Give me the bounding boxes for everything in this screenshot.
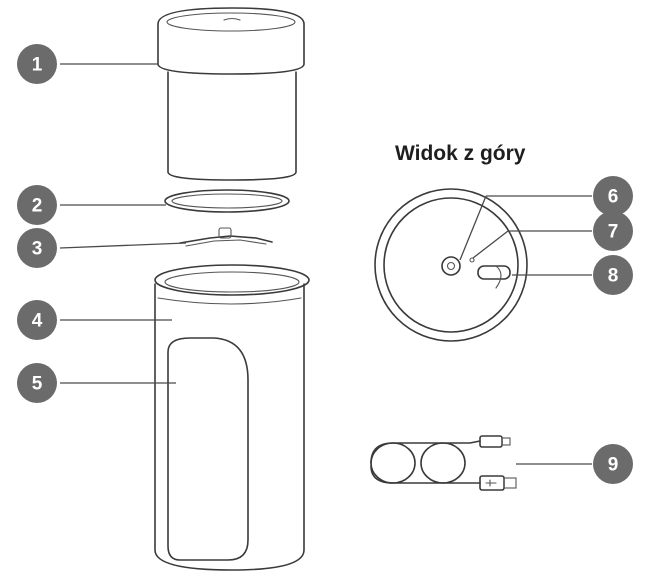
svg-text:4: 4 [32,311,43,332]
top-view-title: Widok z góry [395,142,526,165]
svg-text:5: 5 [32,374,43,395]
callout-badge-4: 4 [17,300,57,340]
lid-container [157,7,305,181]
blade-assembly [179,227,273,247]
usb-cable [370,435,517,491]
svg-text:2: 2 [32,196,43,217]
svg-text:6: 6 [608,187,619,208]
svg-text:3: 3 [32,239,43,260]
callout-badge-3: 3 [17,228,57,268]
sealing-ring [164,189,290,213]
cup-body [154,264,310,571]
callout-badge-5: 5 [17,363,57,403]
svg-text:7: 7 [608,222,619,243]
callout-badge-2: 2 [17,185,57,225]
callout-badge-1: 1 [17,44,57,84]
callout-badge-6: 6 [593,176,633,216]
svg-text:9: 9 [608,455,619,476]
top-view-base [374,188,528,342]
svg-text:1: 1 [32,55,43,76]
svg-text:8: 8 [608,266,619,287]
callout-badge-9: 9 [593,444,633,484]
callout-badge-7: 7 [593,211,633,251]
callout-badge-8: 8 [593,255,633,295]
